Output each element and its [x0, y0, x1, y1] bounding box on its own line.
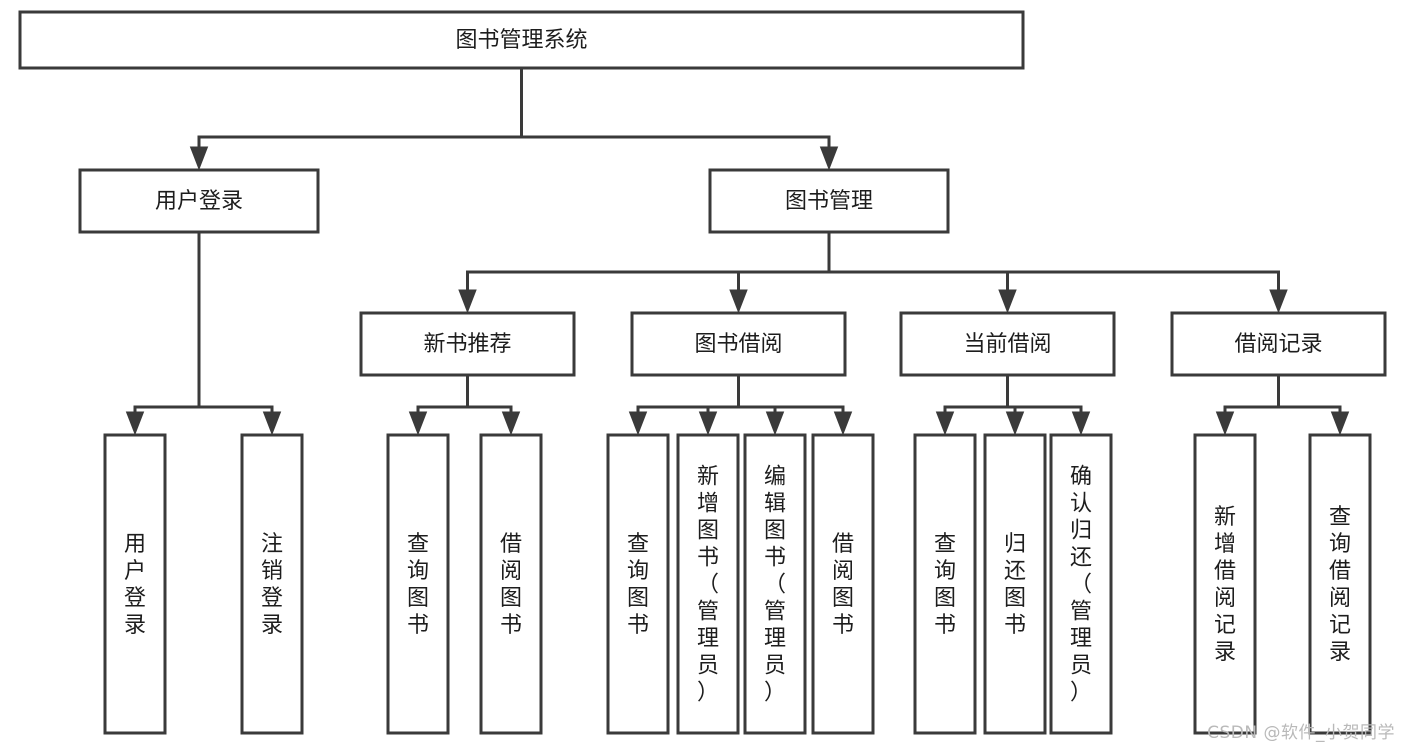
- node-box: [18, 10, 1025, 70]
- node-box: [240, 433, 304, 735]
- node-box: [1193, 433, 1257, 735]
- node-box: [78, 168, 320, 234]
- node-label: 借阅图书: [500, 532, 522, 638]
- node-box: [103, 433, 167, 735]
- watermark-text: CSDN @软件_小贺同学: [1207, 723, 1395, 743]
- node-box: [630, 311, 847, 377]
- node-new-book-rec[interactable]: 新书推荐: [359, 311, 576, 377]
- node-current-borrow[interactable]: 当前借阅: [899, 311, 1116, 377]
- node-label: 新增图书（管理员）: [697, 465, 719, 706]
- node-leaf-query-book-1[interactable]: 查询图书: [386, 433, 450, 735]
- node-label: 图书管理系统: [455, 28, 587, 53]
- node-label: 查询图书: [627, 532, 649, 638]
- node-box: [479, 433, 543, 735]
- node-leaf-edit-book[interactable]: 编辑图书（管理员）: [743, 433, 807, 735]
- node-leaf-return-book[interactable]: 归还图书: [983, 433, 1047, 735]
- node-box: [913, 433, 977, 735]
- node-user-login[interactable]: 用户登录: [78, 168, 320, 234]
- node-leaf-query-record[interactable]: 查询借阅记录: [1308, 433, 1372, 735]
- node-label: 查询图书: [934, 532, 956, 638]
- node-label: 借阅记录: [1234, 332, 1322, 357]
- node-box: [1049, 433, 1113, 735]
- node-leaf-confirm-return[interactable]: 确认归还（管理员）: [1049, 433, 1113, 735]
- connector-layer: [125, 66, 1350, 436]
- node-leaf-add-record[interactable]: 新增借阅记录: [1193, 433, 1257, 735]
- node-borrow-record[interactable]: 借阅记录: [1170, 311, 1387, 377]
- node-leaf-query-book-3[interactable]: 查询图书: [913, 433, 977, 735]
- node-label: 查询借阅记录: [1329, 505, 1351, 665]
- node-box: [983, 433, 1047, 735]
- node-box: [386, 433, 450, 735]
- node-label: 用户登录: [155, 189, 243, 214]
- node-box: [1170, 311, 1387, 377]
- node-label: 新增借阅记录: [1214, 505, 1236, 665]
- node-label: 用户登录: [124, 532, 146, 638]
- node-root[interactable]: 图书管理系统: [18, 10, 1025, 70]
- node-box: [899, 311, 1116, 377]
- node-leaf-user-login[interactable]: 用户登录: [103, 433, 167, 735]
- node-book-manage[interactable]: 图书管理: [708, 168, 950, 234]
- node-box: [708, 168, 950, 234]
- node-label: 注销登录: [261, 532, 283, 638]
- node-box: [811, 433, 875, 735]
- node-label: 图书借阅: [694, 332, 782, 357]
- node-box: [606, 433, 670, 735]
- node-box: [676, 433, 740, 735]
- node-label: 图书管理: [785, 189, 873, 214]
- node-leaf-query-book-2[interactable]: 查询图书: [606, 433, 670, 735]
- node-leaf-borrow-book-2[interactable]: 借阅图书: [811, 433, 875, 735]
- node-box: [743, 433, 807, 735]
- node-layer: 图书管理系统用户登录图书管理新书推荐图书借阅当前借阅借阅记录用户登录注销登录查询…: [18, 10, 1387, 735]
- node-box: [1308, 433, 1372, 735]
- node-label: 当前借阅: [963, 332, 1051, 357]
- node-label: 新书推荐: [423, 332, 511, 357]
- node-label: 确认归还（管理员）: [1070, 465, 1092, 706]
- node-book-borrow[interactable]: 图书借阅: [630, 311, 847, 377]
- node-box: [359, 311, 576, 377]
- node-leaf-add-book[interactable]: 新增图书（管理员）: [676, 433, 740, 735]
- node-label: 查询图书: [407, 532, 429, 638]
- node-leaf-logout[interactable]: 注销登录: [240, 433, 304, 735]
- node-leaf-borrow-book-1[interactable]: 借阅图书: [479, 433, 543, 735]
- node-label: 编辑图书（管理员）: [764, 465, 786, 706]
- node-label: 归还图书: [1004, 532, 1026, 638]
- node-label: 借阅图书: [832, 532, 854, 638]
